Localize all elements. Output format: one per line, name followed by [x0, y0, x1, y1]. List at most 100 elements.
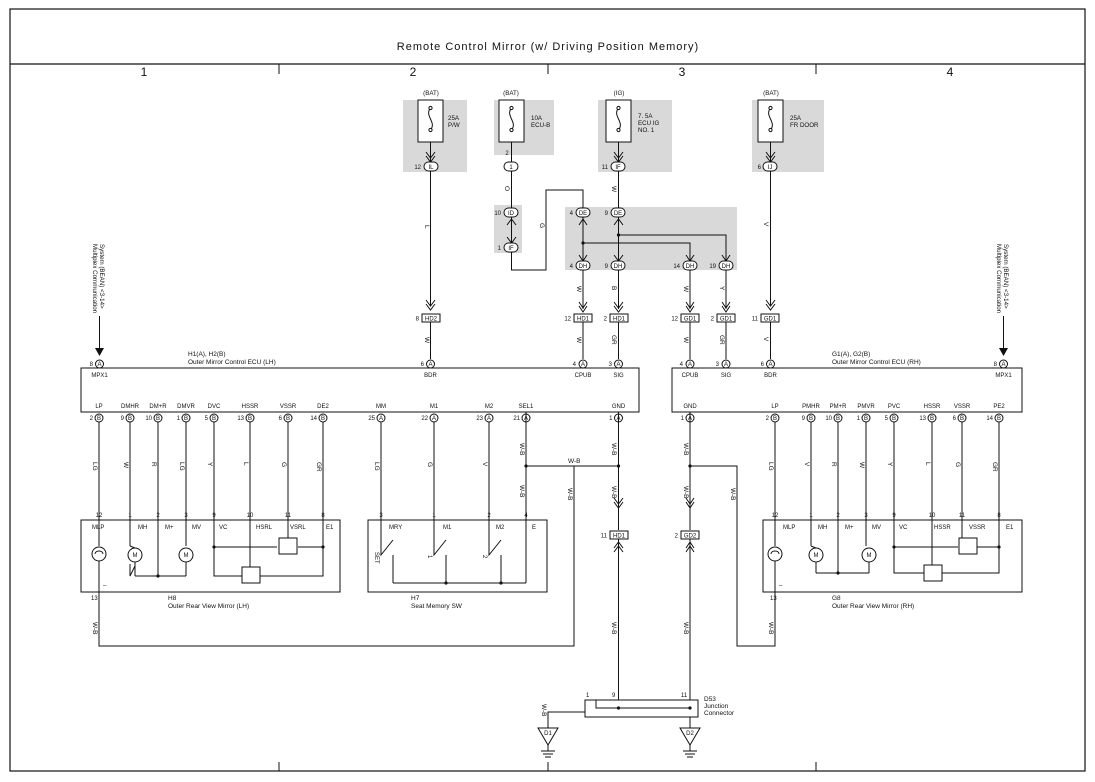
svg-text:W-B: W-B [568, 458, 581, 465]
column-number-4: 4 [947, 65, 954, 79]
svg-text:O: O [503, 186, 510, 191]
svg-text:LP: LP [95, 404, 102, 410]
svg-text:MV: MV [192, 525, 201, 531]
svg-text:B: B [212, 416, 216, 422]
svg-text:MLP: MLP [783, 525, 795, 531]
svg-text:13: 13 [770, 596, 777, 602]
svg-text:W: W [682, 286, 689, 293]
multiplex-arrow-lh: Multiplex Communication System (BEAN) <3… [91, 244, 105, 356]
svg-text:Outer Rear View Mirror (RH): Outer Rear View Mirror (RH) [832, 603, 914, 610]
svg-text:B: B [836, 416, 840, 422]
svg-text:9: 9 [212, 513, 216, 519]
svg-text:2: 2 [487, 513, 491, 519]
svg-text:12: 12 [564, 317, 571, 323]
svg-text:G: G [538, 223, 545, 228]
svg-text:BDR: BDR [424, 373, 437, 379]
column-number-2: 2 [410, 65, 417, 79]
svg-text:DH: DH [614, 264, 623, 270]
svg-text:1: 1 [432, 513, 436, 519]
svg-text:CPUB: CPUB [682, 373, 699, 379]
svg-text:9: 9 [605, 264, 609, 270]
svg-text:PMVR: PMVR [857, 404, 875, 410]
svg-text:8: 8 [90, 362, 94, 368]
svg-text:VSSR: VSSR [954, 404, 971, 410]
svg-text:A: A [432, 416, 436, 422]
svg-text:E1: E1 [326, 525, 334, 531]
svg-text:HD1: HD1 [613, 317, 626, 323]
svg-text:M: M [184, 553, 189, 559]
svg-text:MRY: MRY [389, 525, 402, 531]
fuse-rating: 25A [790, 115, 802, 122]
svg-text:HSSR: HSSR [934, 525, 951, 531]
svg-text:W-B: W-B [682, 622, 689, 635]
svg-text:Y: Y [718, 286, 725, 291]
svg-text:VSSR: VSSR [280, 404, 297, 410]
svg-text:Y: Y [206, 462, 213, 467]
svg-text:W-B: W-B [566, 488, 573, 501]
svg-text:1: 1 [809, 513, 813, 519]
svg-text:B: B [156, 416, 160, 422]
svg-text:GR: GR [718, 335, 725, 345]
svg-text:Outer Mirror Control ECU (RH): Outer Mirror Control ECU (RH) [832, 359, 921, 366]
svg-text:W: W [575, 286, 582, 293]
svg-text:B: B [321, 416, 325, 422]
diagram-title: Remote Control Mirror (w/ Driving Positi… [397, 41, 699, 53]
svg-text:12: 12 [671, 317, 678, 323]
conn-1-conn: 1 [509, 165, 513, 171]
fuse-source: (BAT) [423, 90, 439, 97]
svg-text:W-B: W-B [518, 485, 525, 498]
svg-text:11: 11 [601, 534, 608, 540]
svg-text:W-B: W-B [540, 704, 547, 717]
svg-text:DMVR: DMVR [177, 404, 195, 410]
svg-text:23: 23 [476, 416, 483, 422]
svg-text:14: 14 [310, 416, 317, 422]
svg-text:E: E [532, 525, 536, 531]
svg-text:LG: LG [373, 462, 380, 471]
svg-text:6: 6 [761, 362, 765, 368]
svg-text:HSSR: HSSR [242, 404, 259, 410]
junction-area-de-dh [565, 207, 737, 270]
svg-text:13: 13 [91, 596, 98, 602]
fuse-ecuig: (IG) 7. 5A ECU IG NO. 1 [605, 90, 660, 143]
svg-text:9: 9 [892, 513, 896, 519]
svg-text:8: 8 [994, 362, 998, 368]
svg-text:8: 8 [997, 513, 1001, 519]
svg-text:G: G [426, 462, 433, 467]
svg-text:25: 25 [368, 416, 375, 422]
svg-text:6: 6 [421, 362, 425, 368]
outer-rear-view-mirror-rh: 12 1 2 3 9 10 11 8 MLP MH M+ MV VC HSSR … [762, 513, 1023, 610]
conn-il-pin: 12 [414, 165, 421, 171]
svg-text:2: 2 [766, 416, 770, 422]
svg-text:Multiplex Communication: Multiplex Communication [91, 244, 98, 314]
svg-text:3: 3 [864, 513, 868, 519]
svg-text:VSSR: VSSR [969, 525, 986, 531]
svg-text:22: 22 [421, 416, 428, 422]
svg-text:LG: LG [178, 462, 185, 471]
svg-text:A: A [487, 416, 491, 422]
svg-text:V: V [762, 337, 769, 342]
svg-text:3: 3 [184, 513, 188, 519]
svg-text:10: 10 [825, 416, 832, 422]
svg-text:8: 8 [416, 317, 420, 323]
svg-text:10: 10 [145, 416, 152, 422]
svg-text:Multiplex Communication: Multiplex Communication [995, 244, 1002, 314]
svg-text:H8: H8 [168, 595, 177, 602]
svg-text:14: 14 [673, 264, 680, 270]
svg-text:GR: GR [315, 462, 322, 472]
svg-text:11: 11 [285, 513, 292, 519]
svg-text:1: 1 [609, 416, 613, 422]
svg-text:W: W [423, 337, 430, 344]
svg-text:3: 3 [609, 362, 613, 368]
svg-text:2: 2 [675, 534, 679, 540]
svg-text:MM: MM [376, 404, 386, 410]
svg-text:W: W [122, 462, 129, 469]
